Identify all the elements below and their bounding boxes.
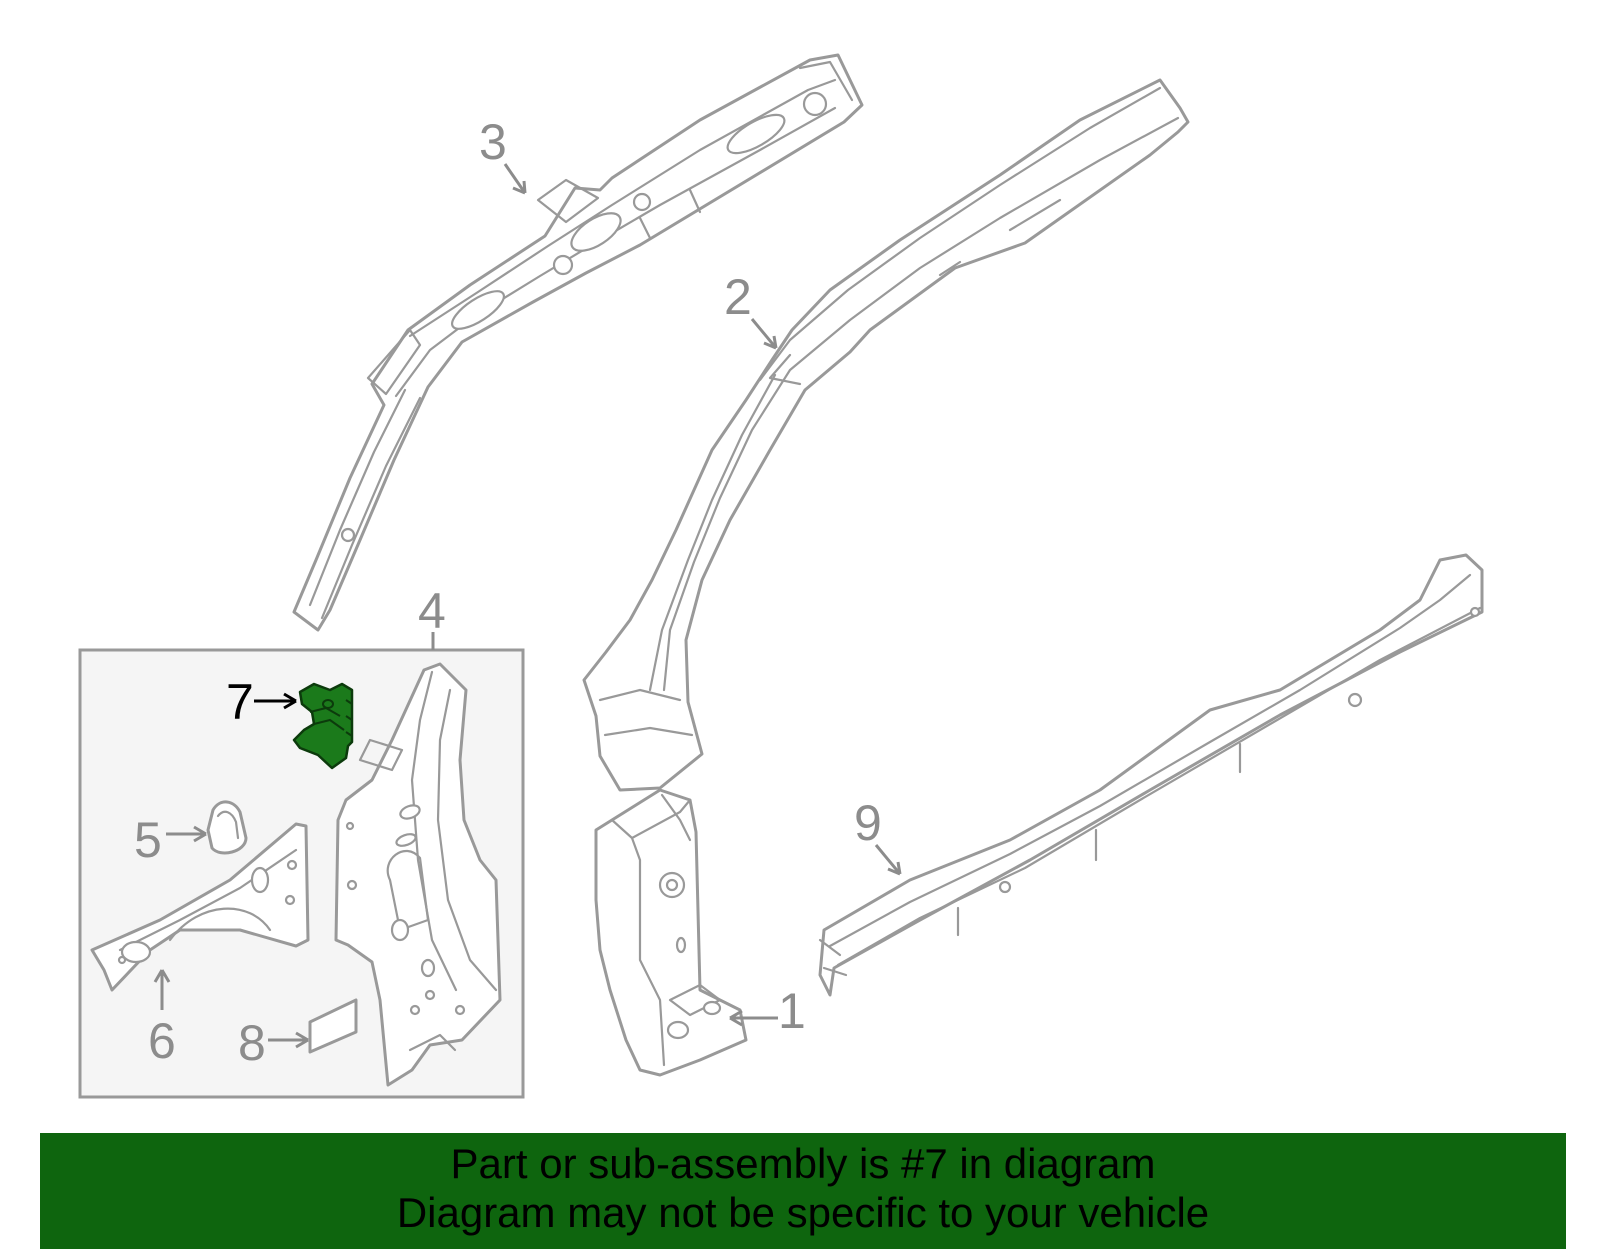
part-1-lower-pillar: [594, 788, 748, 1077]
part-9-rocker-sill: [818, 553, 1484, 997]
callout-5: 5: [134, 812, 162, 868]
banner-line-part-number: Part or sub-assembly is #7 in diagram: [450, 1140, 1156, 1187]
callout-6: 6: [148, 1013, 176, 1069]
callout-3: 3: [479, 114, 507, 170]
arrow-5: [193, 825, 207, 843]
arrow-8: [295, 1031, 309, 1049]
leader-lines: [153, 163, 902, 1049]
callout-8: 8: [238, 1015, 266, 1071]
callout-2: 2: [724, 269, 752, 325]
callout-7: 7: [226, 674, 254, 730]
part-7-highlighted-bracket: [292, 682, 354, 770]
leader-2: [750, 318, 778, 349]
callout-labels: 1 2 3 4 5 6 7 8 9: [134, 114, 882, 1071]
part-3-roof-rail: [292, 53, 864, 632]
part-4-inner-panel: [334, 662, 502, 1087]
callout-4: 4: [418, 583, 446, 639]
callout-1: 1: [778, 983, 806, 1039]
part-5-grommet: [206, 800, 248, 855]
info-banner: Part or sub-assembly is #7 in diagram Di…: [40, 1133, 1566, 1249]
arrow-1: [729, 1009, 743, 1027]
inset-box-assembly-4: [78, 648, 525, 1099]
arrow-6: [153, 969, 171, 983]
arrow-9: [887, 861, 902, 876]
part-2-center-pillar-rail: [582, 78, 1190, 792]
leader-9: [874, 844, 902, 875]
arrow-7: [283, 692, 297, 710]
leader-3: [503, 163, 527, 194]
part-8-pad: [308, 998, 358, 1054]
callout-9: 9: [854, 795, 882, 851]
arrow-3: [512, 180, 527, 195]
part-6-bracket-panel: [90, 822, 310, 992]
arrow-2: [763, 335, 778, 350]
part-5-grommet-inner: [216, 810, 240, 840]
banner-line-disclaimer: Diagram may not be specific to your vehi…: [396, 1189, 1210, 1236]
